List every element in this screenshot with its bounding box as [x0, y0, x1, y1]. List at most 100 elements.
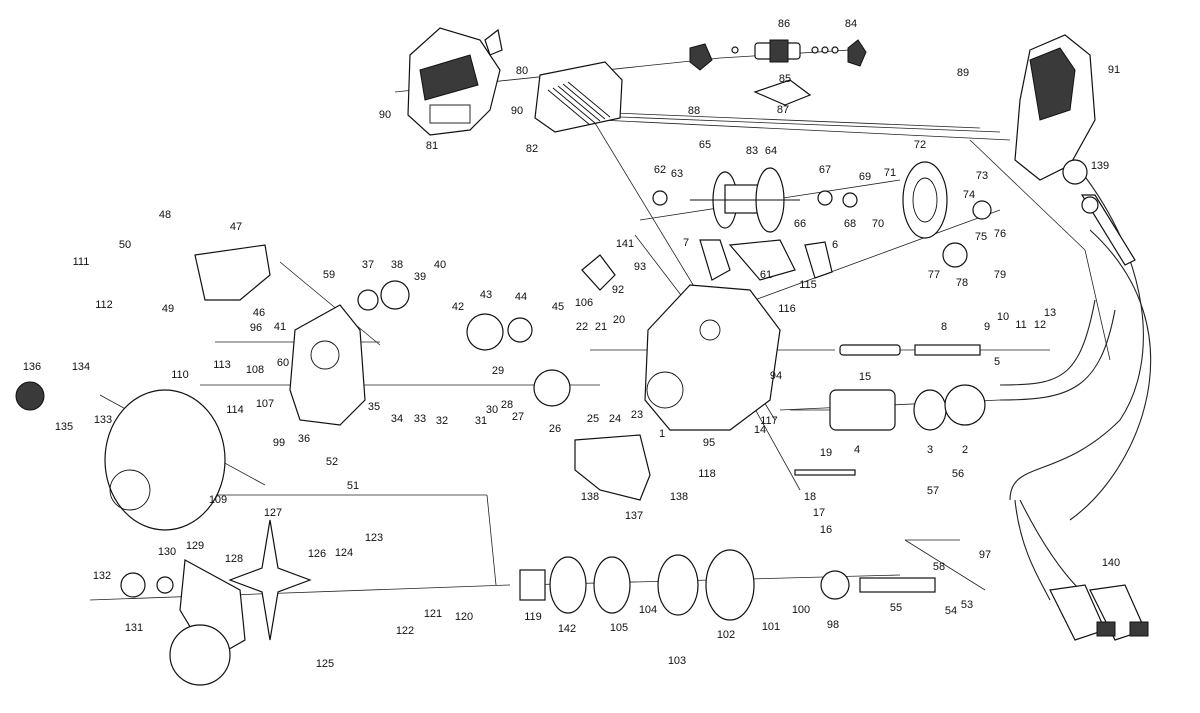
part-label-75: 75 — [975, 231, 987, 243]
part-label-123: 123 — [365, 532, 383, 544]
part-43-gear — [466, 313, 504, 351]
part-19-shaft — [794, 469, 856, 476]
part-label-137: 137 — [625, 510, 643, 522]
part-label-44: 44 — [515, 291, 527, 303]
part-label-109: 109 — [209, 494, 227, 506]
part-label-label_90b: 90 — [511, 105, 523, 117]
part-label-107: 107 — [256, 398, 274, 410]
part-15-rod — [839, 344, 901, 356]
part-label-132: 132 — [93, 570, 111, 582]
part-label-30: 30 — [486, 404, 498, 416]
part-label-122: 122 — [396, 625, 414, 637]
part-label-33: 33 — [414, 413, 426, 425]
part-110-cover — [104, 389, 226, 531]
part-label-35: 35 — [368, 401, 380, 413]
part-label-112: 112 — [95, 299, 113, 311]
part-label-120: 120 — [455, 611, 473, 623]
part-label-142: 142 — [558, 623, 576, 635]
part-142-washer — [549, 556, 587, 614]
part-label-50: 50 — [119, 239, 131, 251]
part-label-81: 81 — [426, 140, 438, 152]
part-label-138: 138 — [581, 491, 599, 503]
part-label-91: 91 — [1108, 64, 1120, 76]
part-label-86: 86 — [778, 18, 790, 30]
part-label-92: 92 — [612, 284, 624, 296]
part-label-67: 67 — [819, 164, 831, 176]
part-137-cover — [574, 434, 651, 501]
part-label-127: 127 — [264, 507, 282, 519]
part-label-106: 106 — [575, 297, 593, 309]
part-label-102: 102 — [717, 629, 735, 641]
part-label-104: 104 — [639, 604, 657, 616]
part-37-bearing — [357, 289, 379, 311]
part-label-94: 94 — [770, 370, 782, 382]
part-label-59: 59 — [323, 269, 335, 281]
part-139-connector — [1062, 159, 1136, 266]
part-106-clip — [581, 254, 616, 291]
part-label-89: 89 — [957, 67, 969, 79]
part-label-85: 85 — [779, 73, 791, 85]
part-label-95: 95 — [703, 437, 715, 449]
part-110-hole — [109, 469, 151, 511]
part-label-label_138b: 138 — [670, 491, 688, 503]
part-label-25: 25 — [587, 413, 599, 425]
part-label-110: 110 — [171, 369, 189, 381]
part-label-82: 82 — [526, 143, 538, 155]
part-7-bracket-pair — [699, 239, 833, 281]
part-label-129: 129 — [186, 540, 204, 552]
part-label-118: 118 — [698, 468, 716, 480]
part-label-55: 55 — [890, 602, 902, 614]
part-label-83: 83 — [746, 145, 758, 157]
part-label-49: 49 — [162, 303, 174, 315]
part-140-plug — [1049, 584, 1149, 641]
part-130-nut — [156, 576, 174, 594]
part-38-gear — [380, 280, 410, 310]
part-86-left-bracket — [689, 43, 713, 71]
part-label-113: 113 — [213, 359, 231, 371]
part-label-20: 20 — [613, 314, 625, 326]
part-label-131: 131 — [125, 622, 143, 634]
part-label-22: 22 — [576, 321, 588, 333]
part-label-128: 128 — [225, 553, 243, 565]
part-label-100: 100 — [792, 604, 810, 616]
part-label-124: 124 — [335, 547, 353, 559]
part-label-84: 84 — [845, 18, 857, 30]
part-label-119: 119 — [524, 611, 542, 623]
part-label-115: 115 — [799, 279, 817, 291]
part-55-shaft — [859, 577, 936, 593]
part-label-130: 130 — [158, 546, 176, 558]
part-label-68: 68 — [844, 218, 856, 230]
part-label-98: 98 — [827, 619, 839, 631]
part-label-105: 105 — [610, 622, 628, 634]
part-84-bracket — [847, 39, 867, 67]
part-label-93: 93 — [634, 261, 646, 273]
part-label-15: 15 — [859, 371, 871, 383]
part-103-disc — [657, 554, 699, 616]
part-label-71: 71 — [884, 167, 896, 179]
part-label-21: 21 — [595, 321, 607, 333]
part-4-motor — [790, 389, 896, 431]
part-label-19: 19 — [820, 447, 832, 459]
part-label-57: 57 — [927, 485, 939, 497]
part-label-16: 16 — [820, 524, 832, 536]
part-label-116: 116 — [778, 303, 796, 315]
part-label-52: 52 — [326, 456, 338, 468]
part-label-74: 74 — [963, 189, 975, 201]
part-label-103: 103 — [668, 655, 686, 667]
part-2-housing — [944, 384, 986, 426]
part-label-11: 11 — [1015, 319, 1026, 331]
part-label-77: 77 — [928, 269, 940, 281]
part-label-14: 14 — [754, 424, 766, 436]
part-label-111: 111 — [73, 256, 90, 268]
part-86-motor-assembly — [731, 39, 839, 63]
part-102-gear — [705, 549, 755, 621]
part-label-6: 6 — [832, 239, 838, 251]
part-81-side-cover — [407, 27, 503, 136]
part-label-133: 133 — [94, 414, 112, 426]
part-label-108: 108 — [246, 364, 264, 376]
part-label-66: 66 — [794, 218, 806, 230]
part-label-72: 72 — [914, 139, 926, 151]
part-label-136: 136 — [23, 361, 41, 373]
part-label-38: 38 — [391, 259, 403, 271]
